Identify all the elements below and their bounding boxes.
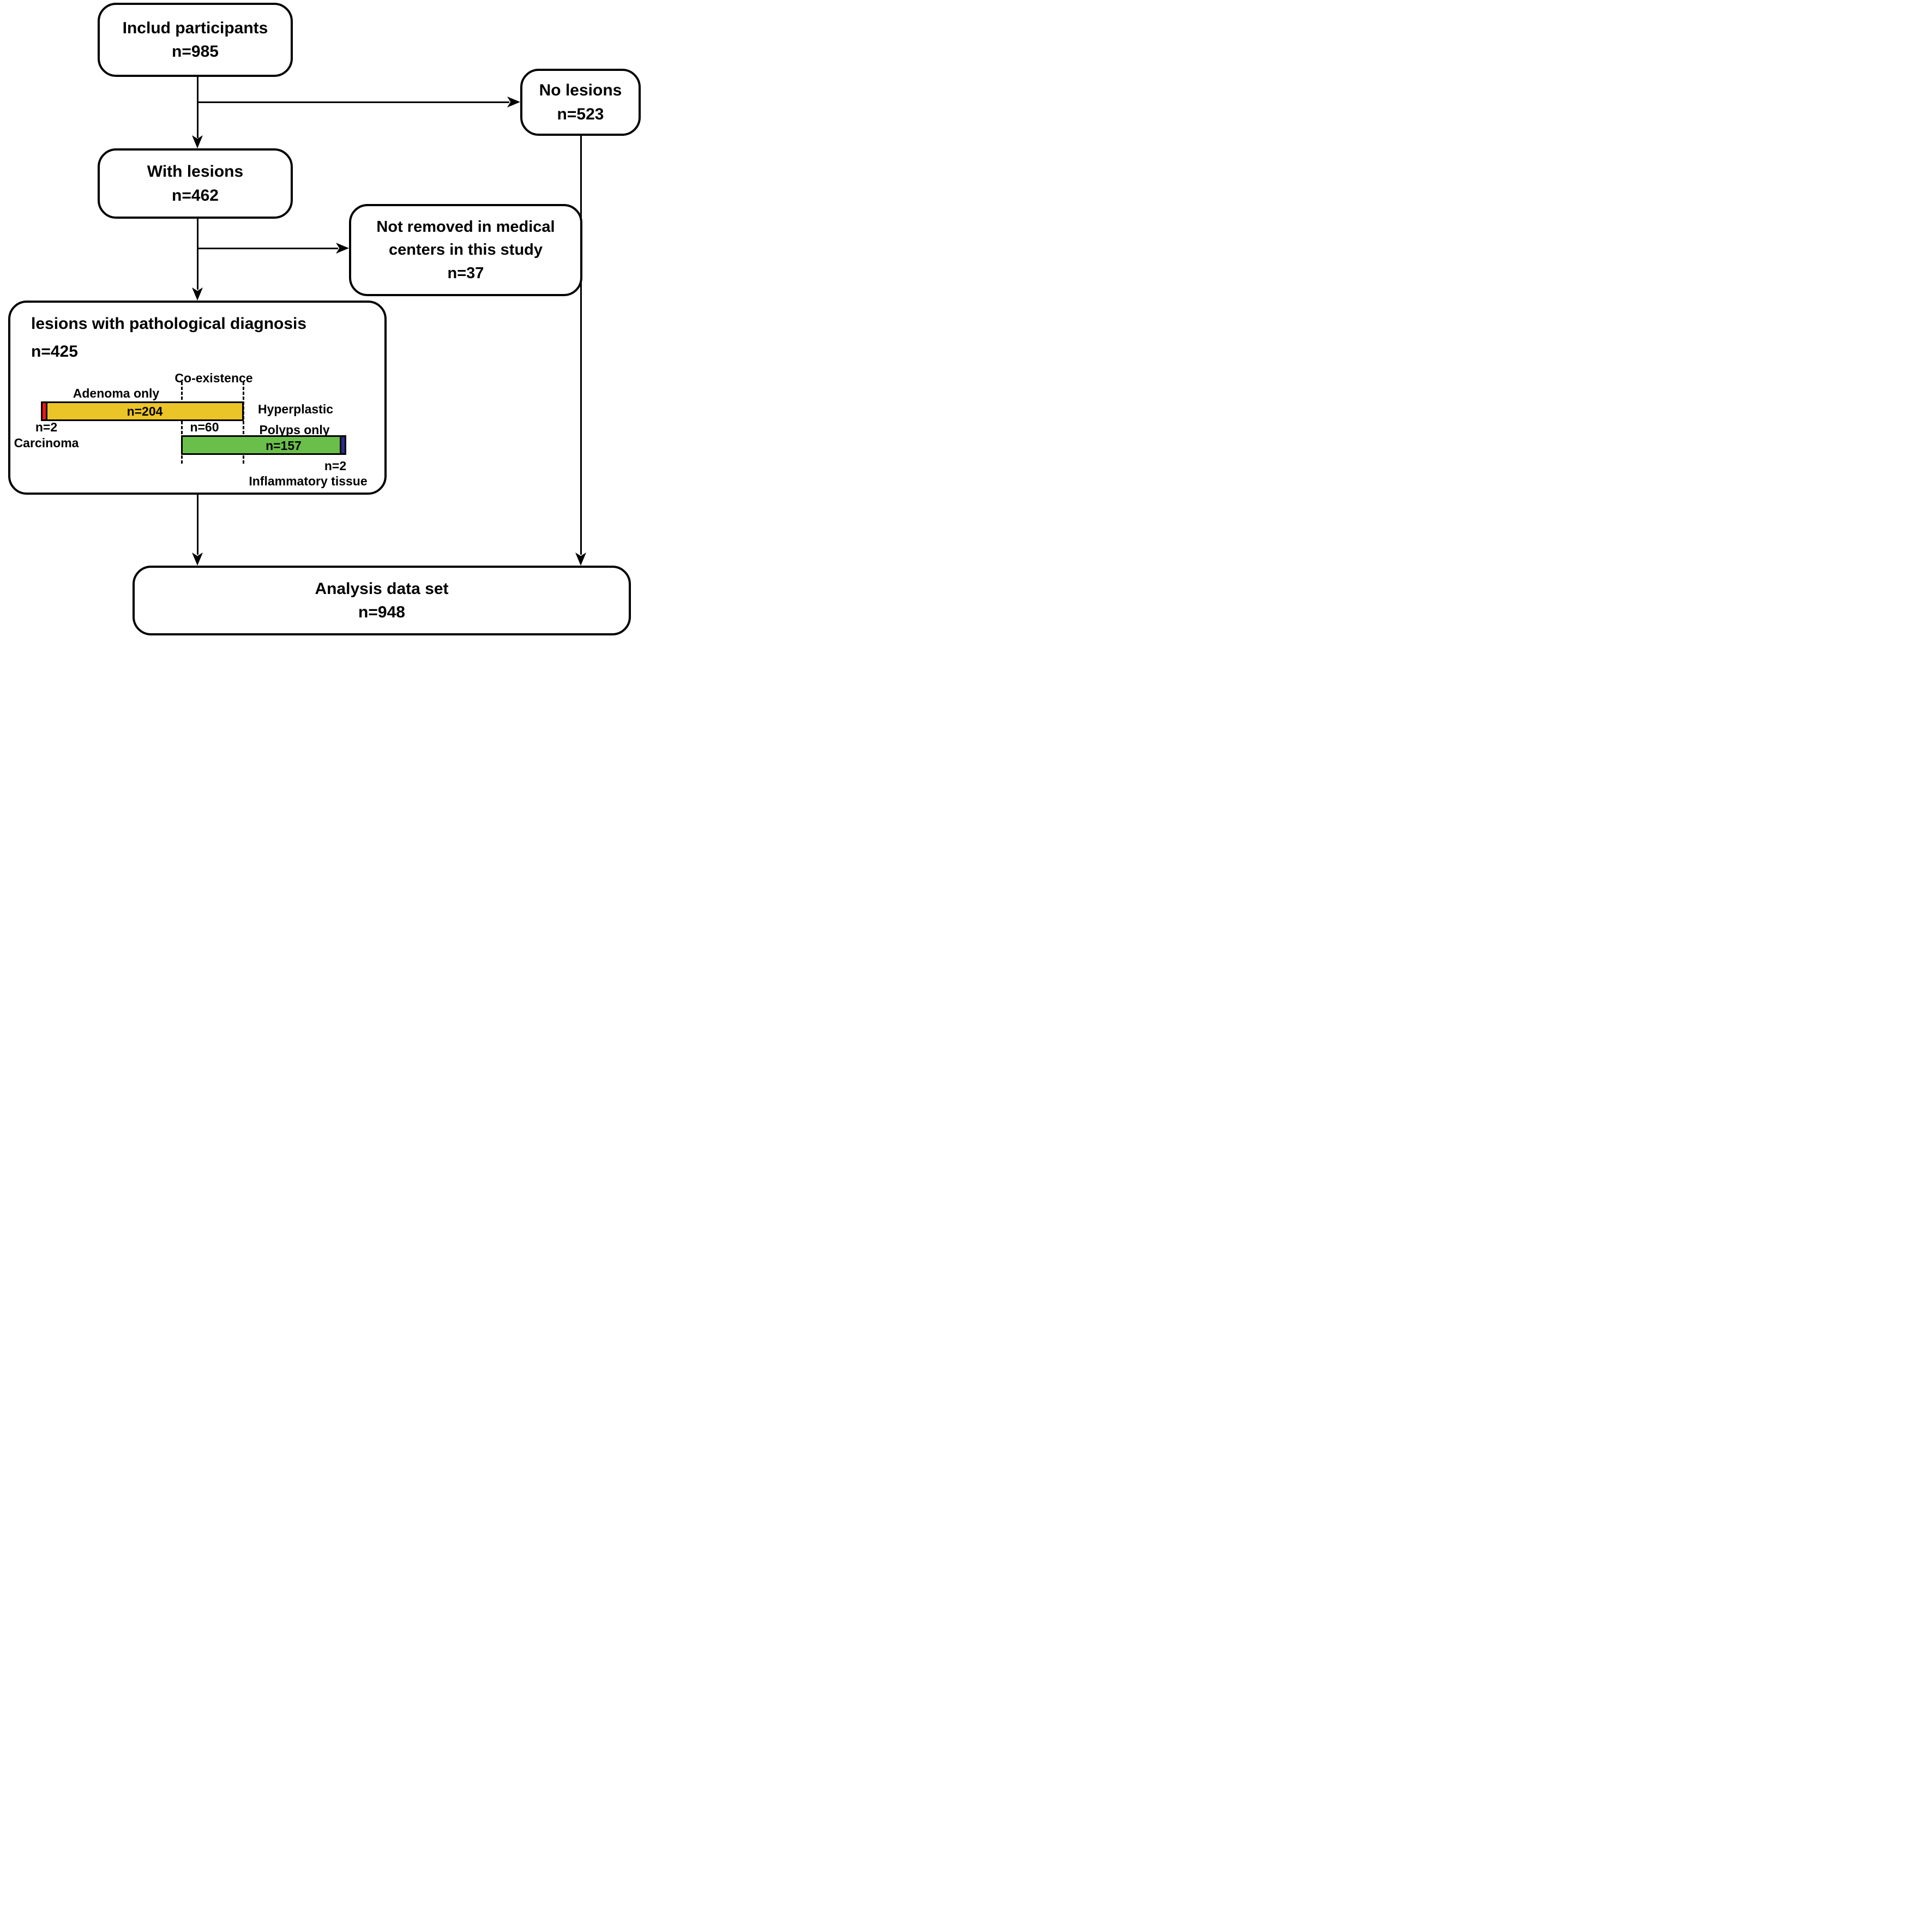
node-no-lesions-count: n=523 [557, 105, 604, 123]
flow-diagram: Includ participants n=985 No lesions n=5… [0, 0, 644, 638]
node-included-participants: Includ participants n=985 [98, 3, 293, 77]
node-analysis-count: n=948 [358, 603, 405, 621]
coexistence-dashed-line-right [243, 382, 244, 464]
adenoma-only-label: Adenoma only [73, 386, 160, 400]
hyperplastic-label-line2: Polyps only [259, 423, 330, 437]
node-not-removed-count: n=37 [447, 264, 484, 282]
connector-included-to-with-lesions [197, 77, 198, 138]
hyperplastic-label-line1: Hyperplastic [257, 402, 334, 416]
node-included-title: Includ participants [122, 19, 268, 37]
hyperplastic-bar [181, 435, 346, 455]
node-with-lesions-count: n=462 [172, 186, 219, 205]
node-included-count: n=985 [172, 43, 219, 61]
connector-pathology-to-analysis [197, 495, 198, 555]
carcinoma-count: n=2 [35, 420, 58, 434]
adenoma-segment: n=204 [47, 403, 242, 419]
node-no-lesions: No lesions n=523 [520, 69, 641, 136]
node-pathological-diagnosis-text: lesions with pathological diagnosis n=42… [31, 310, 306, 365]
connector-to-not-removed [197, 248, 338, 249]
inflammatory-label: Inflammatory tissue [249, 474, 368, 488]
connector-with-lesions-to-pathology [197, 219, 198, 290]
hyperplastic-count: n=157 [266, 439, 302, 453]
node-no-lesions-title: No lesions [539, 81, 622, 99]
node-analysis-data-set: Analysis data set n=948 [133, 566, 631, 635]
connector-to-no-lesions [197, 101, 509, 103]
coexistence-label: Co-existence [174, 371, 253, 385]
inflammatory-segment [340, 437, 345, 453]
node-not-removed: Not removed in medical centers in this s… [349, 204, 582, 296]
connector-no-lesions-to-analysis [580, 136, 582, 555]
node-pathological-diagnosis [8, 301, 387, 495]
adenoma-count: n=204 [127, 404, 163, 418]
hyperplastic-segment [183, 437, 340, 453]
node-not-removed-title: Not removed in medical centers in this s… [376, 218, 555, 259]
node-pathological-diagnosis-count: n=425 [31, 343, 78, 361]
adenoma-bar: n=204 [41, 401, 244, 421]
carcinoma-label: Carcinoma [14, 436, 79, 450]
coexistence-count: n=60 [190, 420, 219, 434]
node-with-lesions-title: With lesions [147, 163, 244, 181]
carcinoma-segment [43, 403, 47, 419]
node-with-lesions: With lesions n=462 [98, 148, 293, 219]
coexistence-dashed-line-left [181, 382, 183, 464]
node-pathological-diagnosis-title: lesions with pathological diagnosis [31, 315, 307, 333]
inflammatory-count: n=2 [324, 459, 347, 473]
node-analysis-title: Analysis data set [315, 579, 449, 598]
